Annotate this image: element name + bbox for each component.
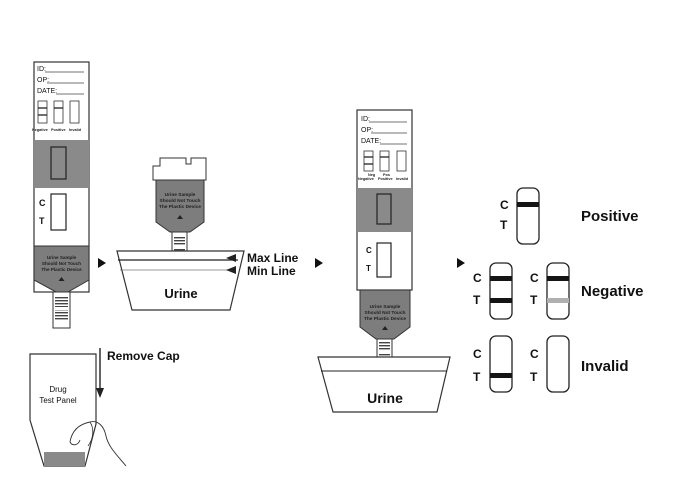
invalid-t-1: T [473,370,481,384]
negative-window-1 [489,262,513,320]
remove-cap-arrow-icon [96,388,104,398]
remove-cap-label: Remove Cap [107,349,180,363]
mini-label-invalid-2: Invalid [396,177,409,181]
down-arrow-icon [58,277,65,281]
positive-c-band [517,202,539,207]
card2-warning-line-1: Urine Sample [370,304,401,310]
max-line-label: Max Line [247,251,299,265]
dip-warning-line-3: The Plastic Device [159,204,201,210]
invalid-t-2: T [530,370,538,384]
negative-window-2 [546,262,570,320]
step-arrow-icon-3 [457,258,465,268]
min-arrow-icon [226,266,236,274]
positive-window [516,187,540,245]
negative-c-2: C [530,271,539,285]
invalid-c-1: C [473,347,482,361]
warning-line-3: The Plastic Device [41,267,82,272]
urine-label-1: Urine [164,286,197,301]
negative-2-c-band [547,276,569,281]
c-label-2: C [366,246,372,255]
mini-label-pos-short: Pos [383,173,390,177]
invalid-1-t-band [490,373,512,378]
results-legend: C T Positive C T C T Negative C T C T In… [473,187,644,393]
cap-removal: Drug Test Panel Remove Cap [29,348,180,467]
c-label: C [39,198,46,208]
drug-panel-line-2: Test Panel [39,396,77,405]
warning-line-1: Urine Sample [47,255,77,260]
card2-warning-line-3: The Plastic Device [364,316,406,322]
negative-1-t-band [490,298,512,303]
test-card-1: ID: OP: DATE: Negative Positive Invalid … [32,61,90,329]
op-label-2: OP: [361,127,373,134]
date-label: DATE: [37,88,57,95]
mini-label-negative-2: Negative [358,177,374,181]
negative-1-c-band [490,276,512,281]
card2-warning-line-2: Should Not Touch [365,310,406,316]
invalid-label: Invalid [581,358,629,375]
id-label: ID: [37,66,46,73]
negative-2-faint-t-band [547,298,569,303]
mini-label-positive: Positive [51,128,66,132]
t-label-2: T [366,264,371,273]
invalid-window-2 [546,335,570,393]
op-label: OP: [37,77,49,84]
positive-c: C [500,198,509,212]
id-label-2: ID: [361,116,370,123]
mini-label-negative: Negative [32,128,48,132]
negative-c-1: C [473,271,482,285]
negative-t-2: T [530,293,538,307]
t-label: T [39,216,45,226]
step-arrow-icon-1 [98,258,106,268]
positive-label: Positive [581,208,639,225]
mini-label-invalid: Invalid [69,128,82,132]
negative-t-1: T [473,293,481,307]
negative-label: Negative [581,283,644,300]
dip-step: Urine Sample Should Not Touch The Plasti… [116,157,299,311]
mini-label-neg-short: Neg [368,173,376,177]
date-label-2: DATE: [361,138,381,145]
mini-label-positive-2: Positive [378,177,393,181]
dip-warning-line-1: Urine Sample [165,192,196,198]
urine-cup [116,250,245,311]
result-window [50,193,67,231]
invalid-c-2: C [530,347,539,361]
test-card-2: ID: OP: DATE: Negative Positive Invalid … [317,109,451,413]
invalid-window-1 [489,335,513,393]
urine-label-2: Urine [367,390,403,406]
drug-panel-line-1: Drug [49,385,66,394]
positive-t: T [500,218,508,232]
max-arrow-icon [226,254,236,262]
warning-line-2: Should Not Touch [42,261,81,266]
min-line-label: Min Line [247,264,296,278]
hand-icon [69,421,127,467]
step-arrow-icon-2 [315,258,323,268]
dip-warning-line-2: Should Not Touch [160,198,201,204]
